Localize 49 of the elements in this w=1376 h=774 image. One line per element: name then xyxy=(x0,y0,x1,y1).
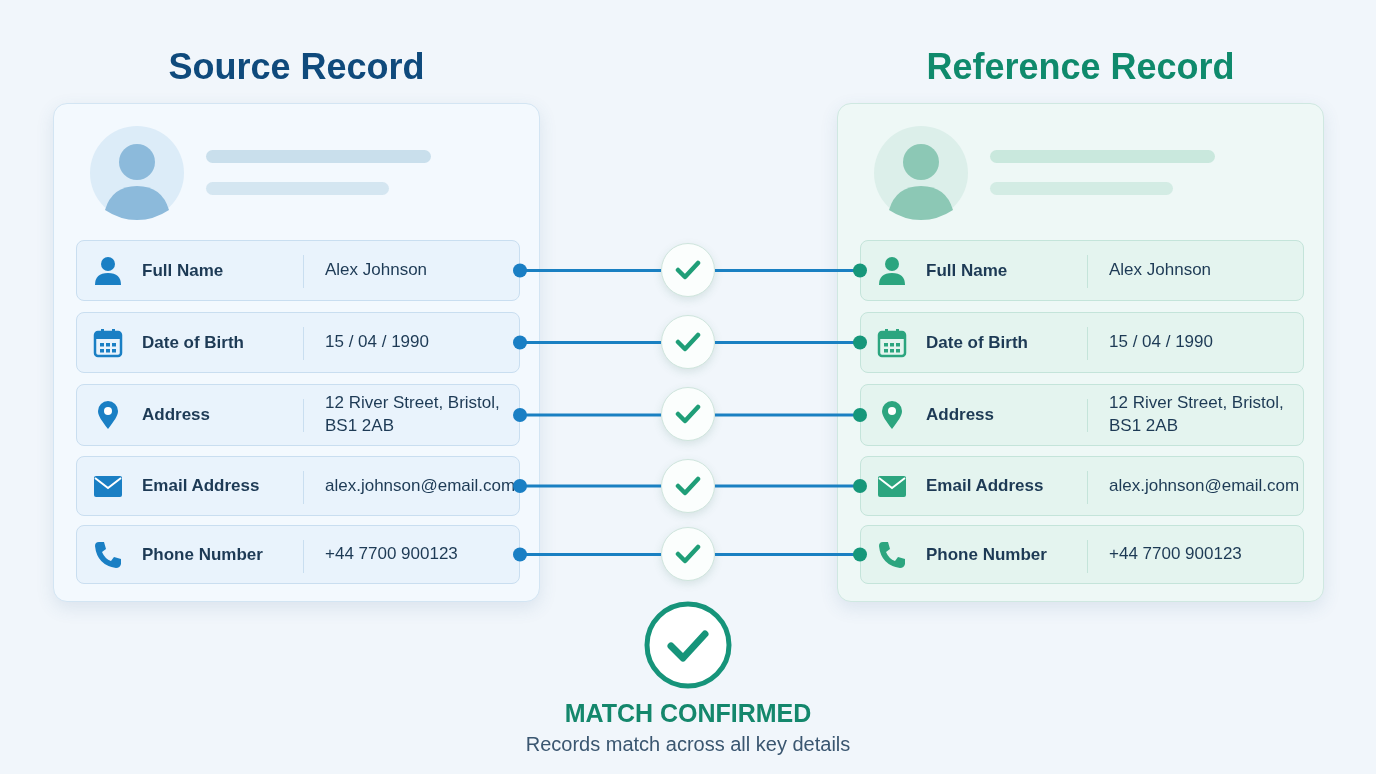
connector-line xyxy=(715,335,867,350)
field-label: Date of Birth xyxy=(926,332,1028,353)
field-value: Alex Johnson xyxy=(325,259,429,281)
field-label: Address xyxy=(142,405,211,425)
field-value: +44 7700 900123 xyxy=(1109,543,1243,565)
field-row xyxy=(860,456,1304,516)
check-circle xyxy=(661,315,715,369)
status-caption: Records match across all key details xyxy=(524,733,852,756)
field-value: 12 River Street, Bristol, BS1 2AB xyxy=(325,392,501,437)
field-label: Address xyxy=(926,405,995,425)
field-row xyxy=(76,312,520,373)
field-row xyxy=(76,525,520,584)
connector-line xyxy=(715,263,867,278)
card-heading: Reference Record xyxy=(925,46,1236,88)
connector-line xyxy=(513,547,661,562)
field-value: alex.johnson@email.com xyxy=(1109,474,1299,497)
field-value: 15 / 04 / 1990 xyxy=(325,331,430,353)
field-row xyxy=(76,384,520,446)
check-circle xyxy=(661,459,715,513)
status-heading: MATCH CONFIRMED xyxy=(563,699,813,728)
field-value: +44 7700 900123 xyxy=(325,543,459,565)
connector-line xyxy=(715,479,867,493)
connector-line xyxy=(715,408,867,422)
field-label: Full Name xyxy=(142,260,224,281)
field-label: Phone Number xyxy=(142,544,263,565)
connector-line xyxy=(715,547,867,562)
field-label: Full Name xyxy=(926,260,1008,281)
connector-line xyxy=(513,479,661,493)
connector-line xyxy=(513,408,661,422)
field-label: Email Address xyxy=(142,476,260,496)
field-row xyxy=(860,240,1304,301)
field-value: 12 River Street, Bristol, BS1 2AB xyxy=(1109,392,1285,437)
card-heading: Source Record xyxy=(167,46,426,88)
check-circle xyxy=(661,387,715,441)
field-row xyxy=(860,525,1304,584)
field-row xyxy=(76,240,520,301)
field-row xyxy=(860,312,1304,373)
check-circle xyxy=(661,243,715,297)
field-value: alex.johnson@email.com xyxy=(325,474,515,497)
field-label: Phone Number xyxy=(926,544,1047,565)
field-value: 15 / 04 / 1990 xyxy=(1109,331,1214,353)
field-label: Email Address xyxy=(926,476,1044,496)
field-value: Alex Johnson xyxy=(1109,259,1213,281)
field-row xyxy=(860,384,1304,446)
connector-line xyxy=(513,263,661,278)
field-row xyxy=(76,456,520,516)
connector-line xyxy=(513,335,661,350)
field-label: Date of Birth xyxy=(142,332,244,353)
check-circle xyxy=(661,527,715,581)
